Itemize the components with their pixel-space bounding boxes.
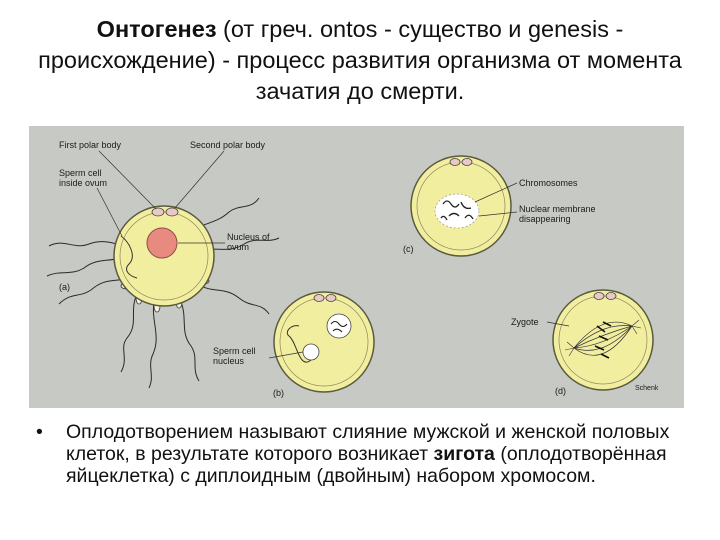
bullet-text-start: Оплодотворением называют слияние мужской… <box>66 421 670 465</box>
leader-line <box>474 182 518 203</box>
panel-a: First polar body Second polar body Sperm… <box>46 140 280 389</box>
zygote-cell <box>552 289 654 391</box>
sperm-tail <box>286 325 312 363</box>
label-nuclear-membrane-2: disappearing <box>519 214 571 224</box>
sperm-tail <box>148 301 157 389</box>
bullet-point: • Оплодотворением называют слияние мужск… <box>36 421 696 487</box>
label-nucleus-of-ovum: Nucleus of <box>227 232 270 242</box>
polar-body <box>605 292 617 300</box>
label-panel-b: (b) <box>273 388 284 398</box>
label-sperm-cell-nucleus-2: nucleus <box>213 356 245 366</box>
bullet-text-end: (оплодотворённая яйцеклетка) с диплоидны… <box>66 443 667 487</box>
label-second-polar-body: Second polar body <box>190 140 266 150</box>
nucleus-of-ovum <box>146 227 178 259</box>
label-chromosomes: Chromosomes <box>519 178 578 188</box>
chromosome <box>442 200 460 208</box>
title-term: Онтогенез <box>96 16 217 42</box>
bullet-marker: • <box>36 421 43 443</box>
polar-body <box>593 292 605 300</box>
label-first-polar-body: First polar body <box>59 140 122 150</box>
label-sperm-inside-ovum-2: inside ovum <box>59 178 107 188</box>
leader-line <box>98 150 157 210</box>
bullet-term-zygote: зигота <box>433 443 495 465</box>
polar-body <box>325 294 337 302</box>
leader-line <box>478 211 518 217</box>
polar-body <box>313 294 325 302</box>
metaphase-chromosomes <box>594 321 612 359</box>
label-panel-a: (a) <box>59 282 70 292</box>
sperm-cell-inside-ovum <box>120 235 138 279</box>
chromosome <box>448 212 460 217</box>
leader-line <box>96 187 123 237</box>
chromosome <box>440 215 448 221</box>
label-credit: Schenk <box>635 385 659 392</box>
slide-title: Онтогенез (от греч. ontos - существо и g… <box>30 14 690 107</box>
chromosome <box>330 320 348 328</box>
label-nuclear-membrane: Nuclear membrane <box>519 204 596 214</box>
sperm-nucleus <box>302 343 320 361</box>
leader-line <box>546 321 570 327</box>
sperm-tail <box>120 293 138 373</box>
label-sperm-cell-nucleus: Sperm cell <box>213 346 256 356</box>
label-panel-d: (d) <box>555 386 566 396</box>
leader-line <box>268 351 304 359</box>
polar-body <box>461 158 473 166</box>
chromosome <box>460 201 472 210</box>
chromosome <box>464 214 474 220</box>
ovum-nucleus-b <box>326 313 352 339</box>
second-polar-body <box>165 207 179 217</box>
sperm-tail <box>196 283 270 315</box>
chromosome <box>332 328 343 333</box>
first-polar-body <box>151 207 165 217</box>
leader-line <box>174 150 225 209</box>
label-zygote: Zygote <box>511 317 539 327</box>
ovum-c-inner <box>416 161 506 251</box>
fertilization-diagram: First polar body Second polar body Sperm… <box>29 126 684 408</box>
sperm-tail <box>178 297 200 382</box>
polar-body <box>449 158 461 166</box>
panel-c: Chromosomes Nuclear membrane disappearin… <box>403 155 596 257</box>
label-panel-c: (c) <box>403 244 414 254</box>
label-nucleus-of-ovum-2: ovum <box>227 242 249 252</box>
mitotic-spindle <box>573 321 633 356</box>
panel-b: Sperm cell nucleus (b) <box>213 291 375 398</box>
bullet-text: Оплодотворением называют слияние мужской… <box>66 421 696 487</box>
title-definition: (от греч. ontos - существо и genesis - п… <box>38 16 682 104</box>
label-sperm-inside-ovum: Sperm cell <box>59 168 102 178</box>
chromosomes-cluster <box>434 193 480 229</box>
ovum-b <box>273 291 375 393</box>
panel-d: Zygote (d) Schenk <box>511 289 659 396</box>
